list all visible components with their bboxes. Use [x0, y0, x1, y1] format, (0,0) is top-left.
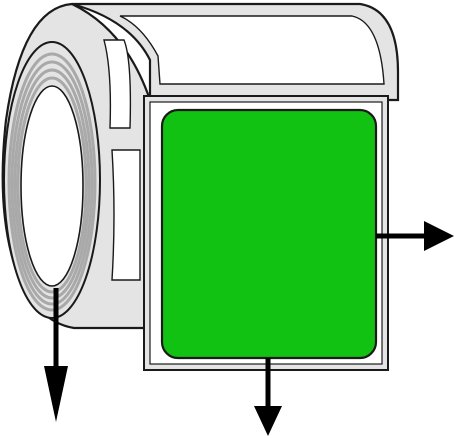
- roll-ring-stripe-3: [13, 68, 91, 300]
- arrow-label-down-head: [254, 406, 282, 436]
- roll-ring-stripe-4: [16, 76, 88, 294]
- label: [160, 108, 378, 360]
- roll-ring-stripe-2: [10, 60, 94, 306]
- roll-side-notch-lower: [111, 149, 141, 281]
- arrow-core-down-head: [44, 366, 68, 422]
- arrow-right-head: [424, 221, 454, 251]
- roll-core: [20, 85, 84, 287]
- roll-side-notch-upper: [103, 39, 132, 129]
- liner-top-strip: [119, 15, 385, 85]
- roll-ring-stripe-1: [7, 52, 97, 312]
